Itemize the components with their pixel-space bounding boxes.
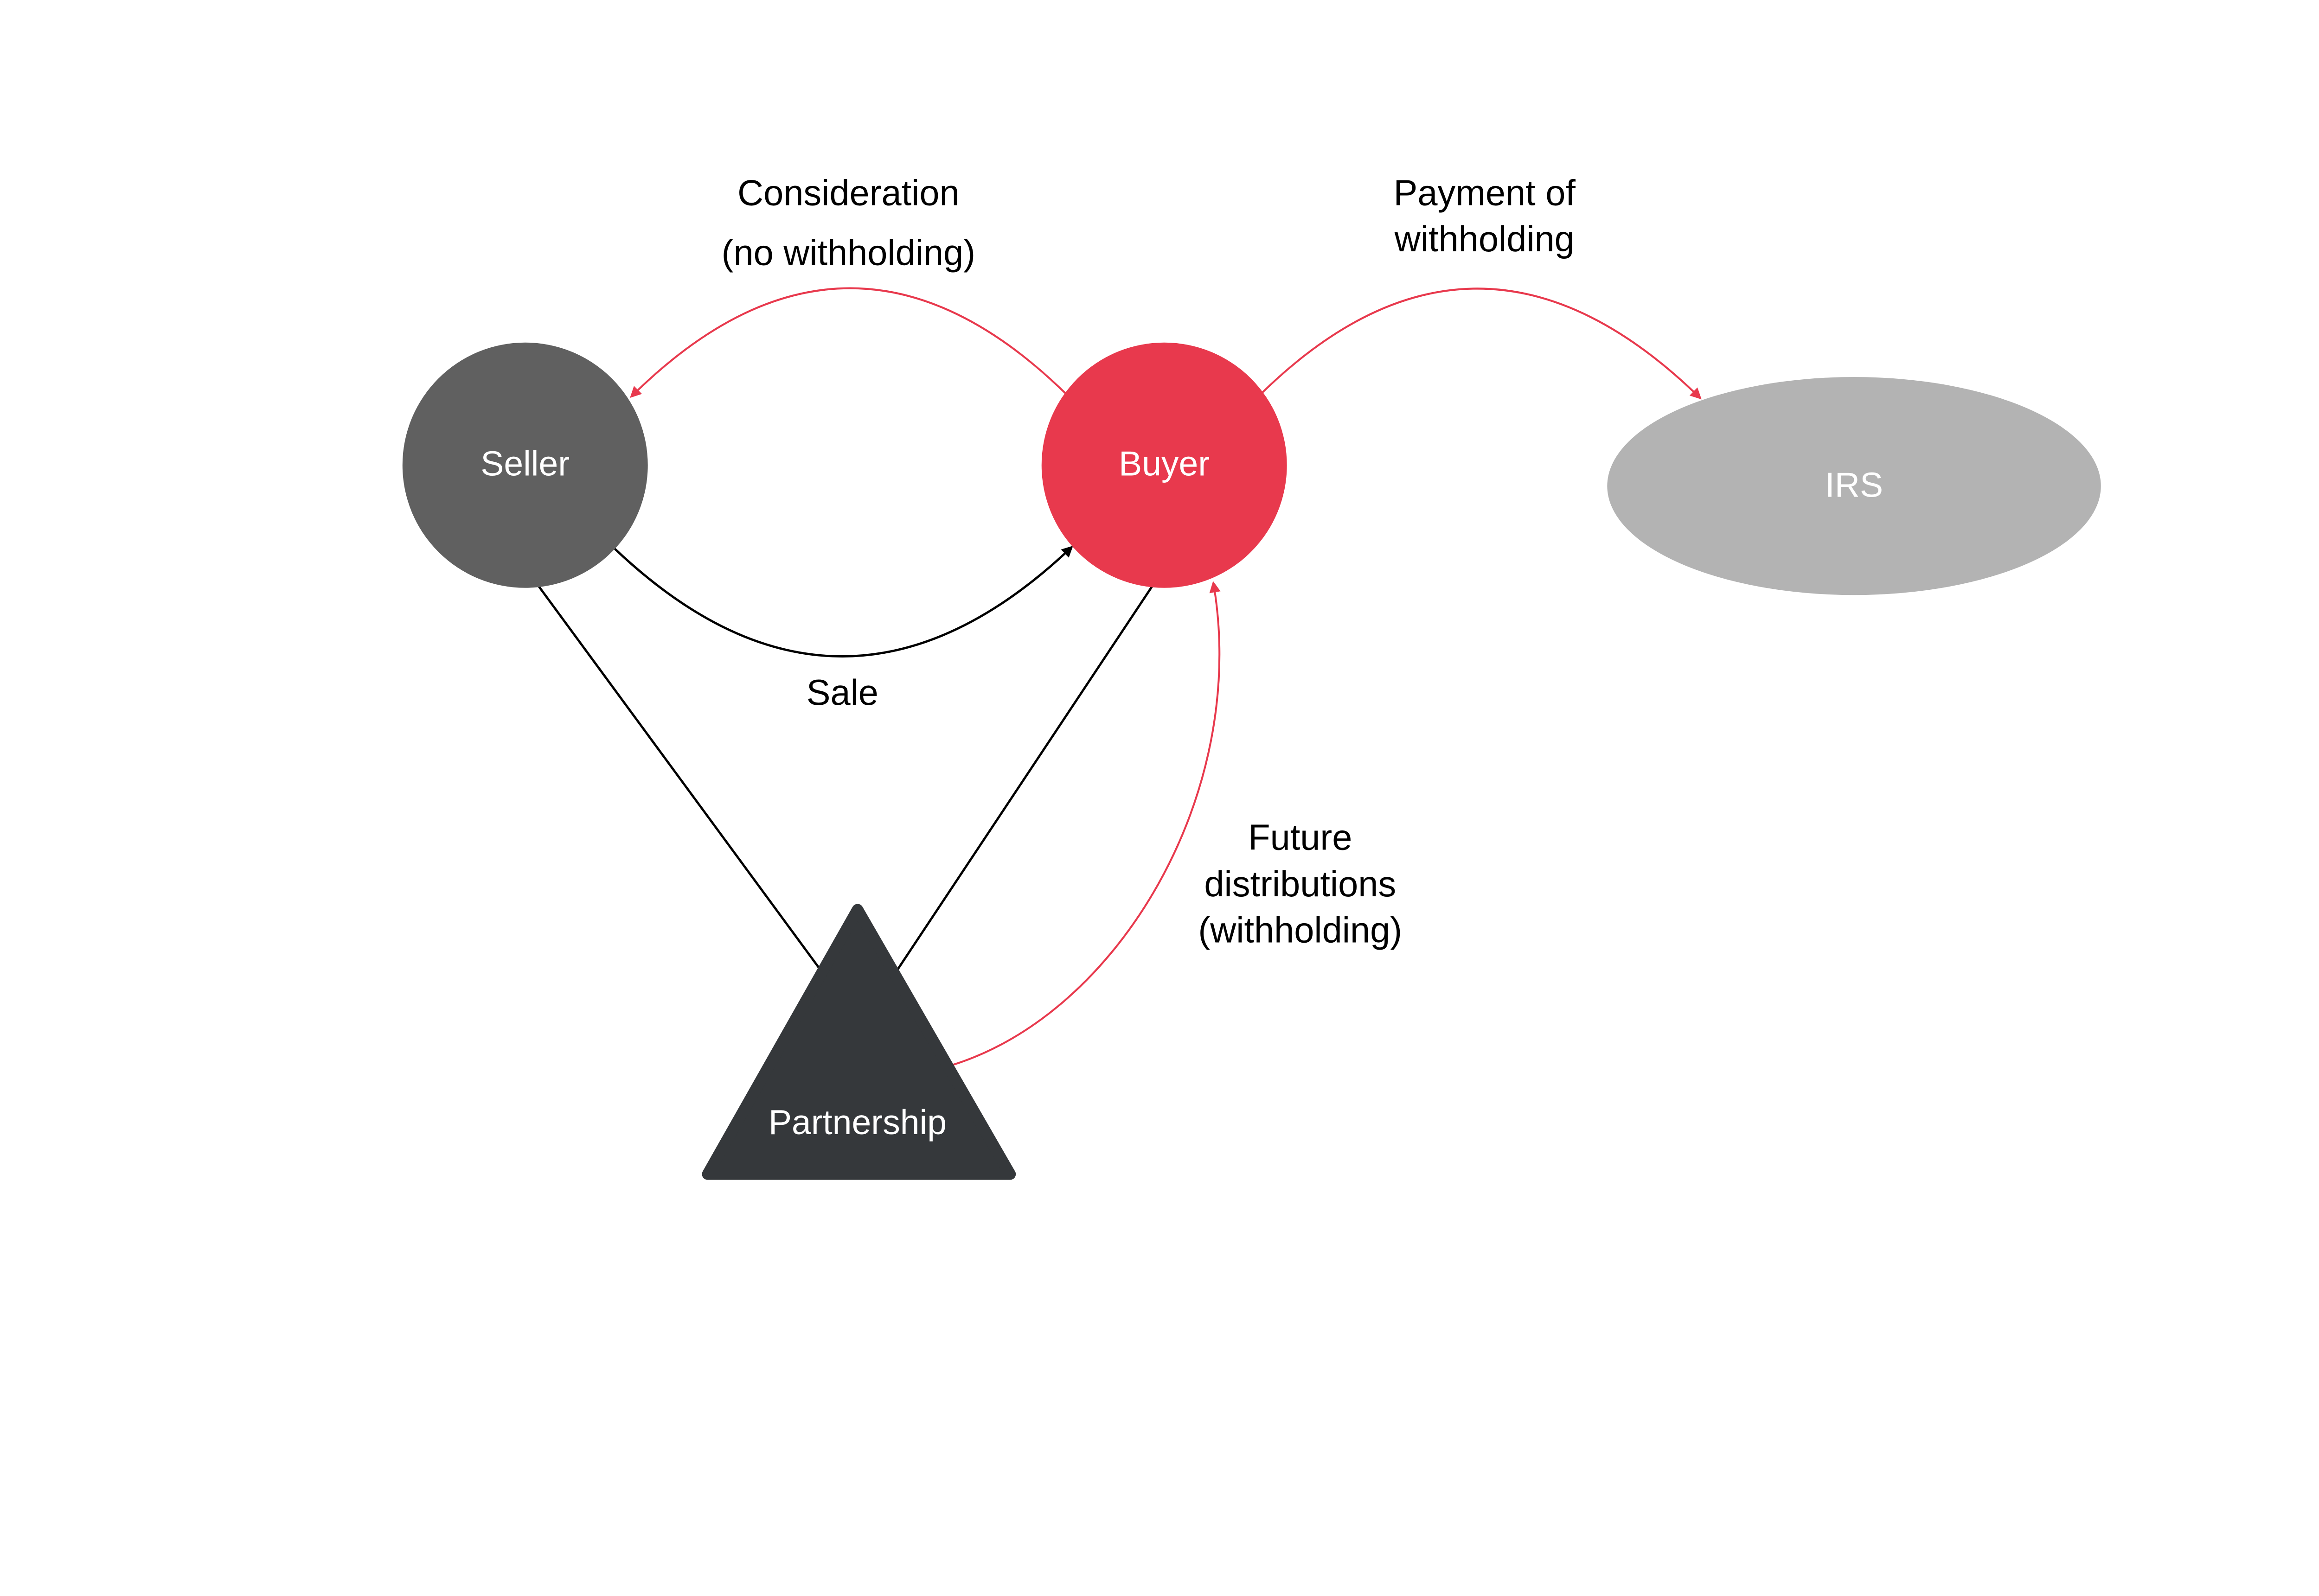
future-sublabel-2: (withholding)	[1198, 911, 1402, 951]
payment-arrow	[1261, 287, 1702, 400]
future-label: Future	[1248, 818, 1352, 858]
consideration-arrow	[630, 287, 1066, 398]
future-sublabel: distributions	[1204, 864, 1396, 904]
diagram: Seller Buyer IRS Partnership Considerati…	[402, 173, 2101, 1180]
buyer-label: Buyer	[1119, 444, 1210, 483]
payment-label: Payment of	[1394, 173, 1576, 213]
seller-node	[402, 342, 648, 588]
sale-label: Sale	[807, 673, 878, 713]
irs-label: IRS	[1825, 465, 1883, 504]
consideration-sublabel: (no withholding)	[722, 233, 975, 273]
partnership-node	[702, 904, 1016, 1180]
irs-node	[1607, 377, 2101, 595]
seller-partnership-line	[538, 586, 821, 970]
future-distributions-arrow	[951, 581, 1221, 1066]
sale-arrow	[614, 546, 1073, 658]
seller-label: Seller	[480, 444, 570, 483]
buyer-node	[1041, 342, 1287, 588]
consideration-label: Consideration	[737, 173, 960, 213]
buyer-partnership-line	[897, 586, 1153, 970]
partnership-label: Partnership	[769, 1103, 947, 1142]
payment-sublabel: withholding	[1394, 219, 1575, 259]
